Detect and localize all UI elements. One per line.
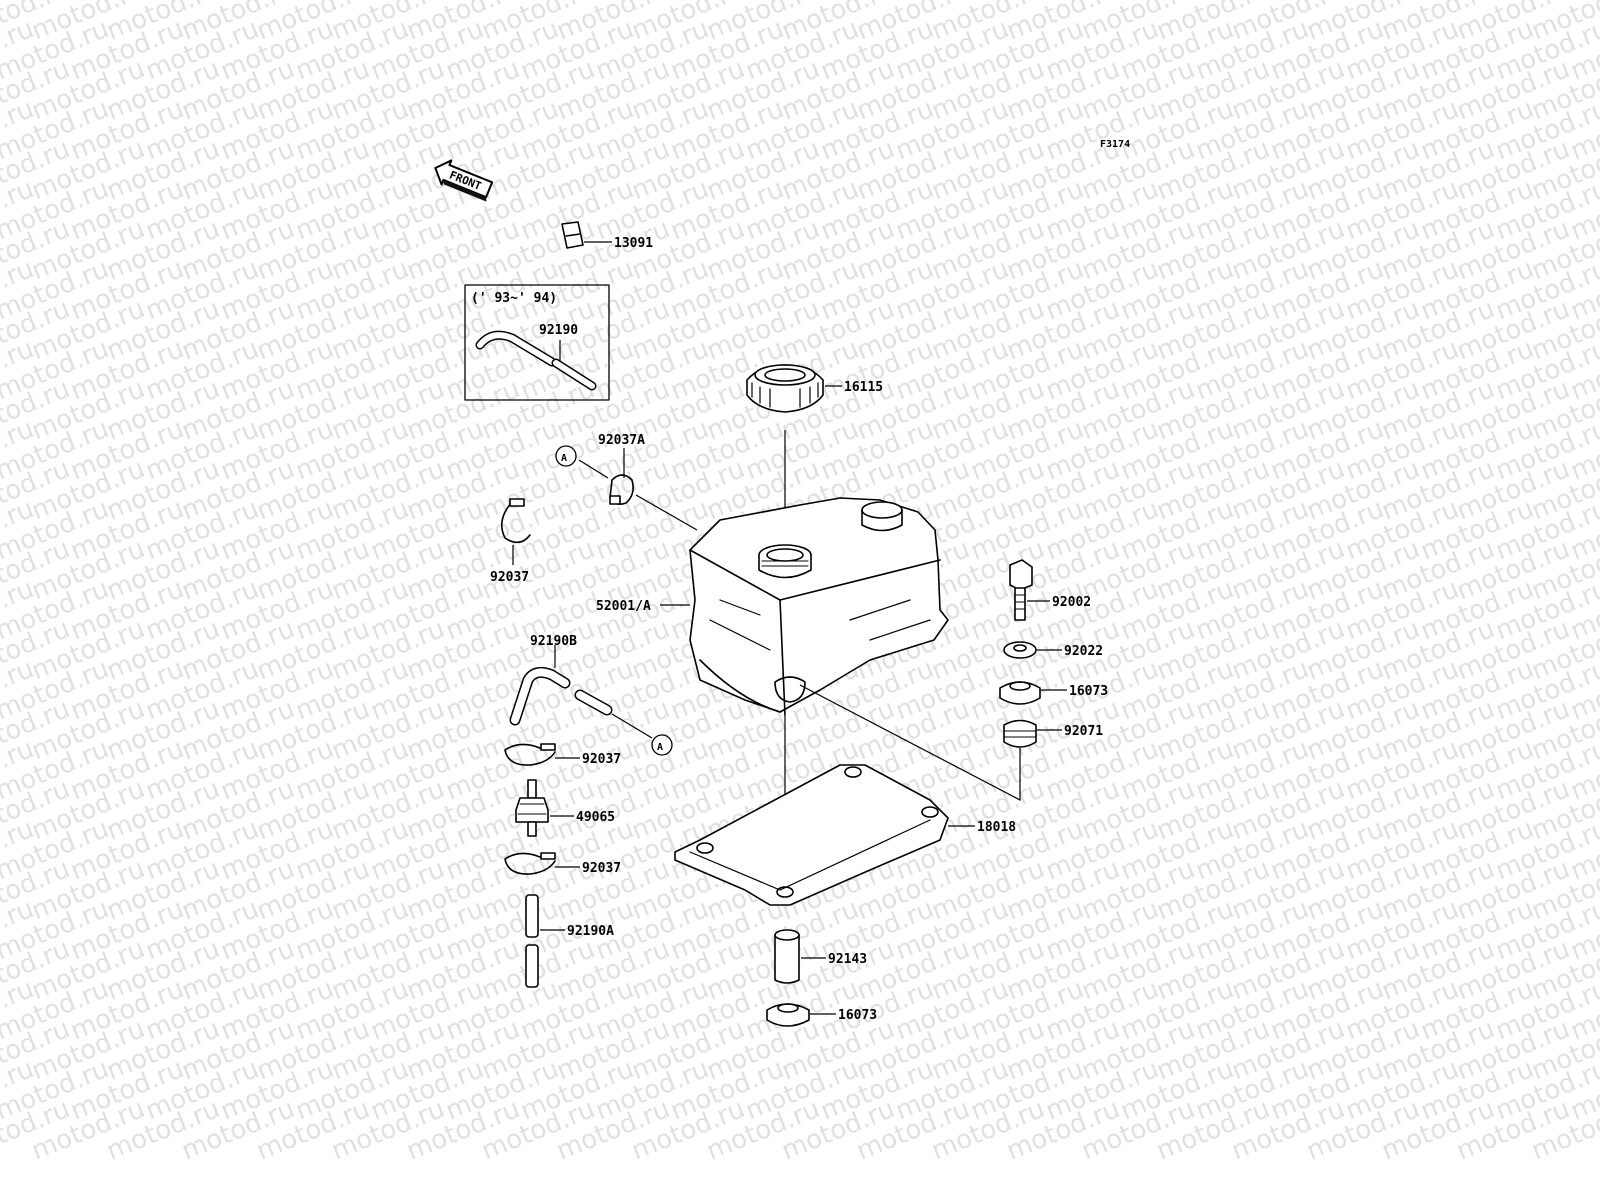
tray-18018 xyxy=(674,764,975,906)
inset-93-94 xyxy=(464,284,610,401)
label-52001A: 52001/A xyxy=(596,599,651,614)
label-16073-right: 16073 xyxy=(1069,684,1108,699)
bolt-92002 xyxy=(1009,559,1050,621)
hose-92190A xyxy=(525,894,565,988)
inset-label: (' 93~' 94) xyxy=(471,291,557,306)
clip-13091 xyxy=(561,221,612,249)
label-92190B: 92190B xyxy=(530,634,577,649)
ref-a-bottom xyxy=(651,734,673,756)
label-92190: 92190 xyxy=(539,323,578,338)
label-16073-bottom: 16073 xyxy=(838,1008,877,1023)
ref-a-top xyxy=(555,445,577,467)
label-49065: 49065 xyxy=(576,810,615,825)
washer-92022 xyxy=(1003,641,1062,659)
label-92037-mid: 92037 xyxy=(582,752,621,767)
damper-92071 xyxy=(1003,719,1062,748)
fuel-tank-52001A xyxy=(660,497,949,716)
label-92071: 92071 xyxy=(1064,724,1103,739)
label-92190A: 92190A xyxy=(567,924,614,939)
label-18018: 18018 xyxy=(977,820,1016,835)
watermark-text: motod.ru xyxy=(1566,0,1600,6)
leader-tank-92071 xyxy=(799,684,1021,801)
hose-92190B xyxy=(509,645,653,739)
label-92037-top: 92037 xyxy=(490,570,529,585)
filter-49065 xyxy=(515,779,574,837)
label-92022: 92022 xyxy=(1064,644,1103,659)
front-arrow-icon: FRONT xyxy=(434,159,494,202)
clamp-92037A xyxy=(578,448,698,531)
figure-code: F3174 xyxy=(1100,139,1130,150)
label-16115: 16115 xyxy=(844,380,883,395)
watermark-layer: motod.rumotod.rumotod.rumotod.rumotod.ru… xyxy=(0,0,1600,1166)
label-92037A: 92037A xyxy=(598,433,645,448)
collar-92143 xyxy=(774,929,826,984)
fuel-cap-16115 xyxy=(746,364,842,540)
label-13091: 13091 xyxy=(614,236,653,251)
clamp-92037-low xyxy=(504,852,580,875)
ref-a-bottom-letter: A xyxy=(657,742,663,753)
clamp-92037-top xyxy=(500,498,531,565)
label-92002: 92002 xyxy=(1052,595,1091,610)
grommet-16073-bottom xyxy=(766,1003,836,1027)
label-92143: 92143 xyxy=(828,952,867,967)
clamp-92037-mid xyxy=(504,743,580,766)
label-92037-low: 92037 xyxy=(582,861,621,876)
ref-a-top-letter: A xyxy=(561,453,567,464)
grommet-16073-right xyxy=(999,681,1067,705)
